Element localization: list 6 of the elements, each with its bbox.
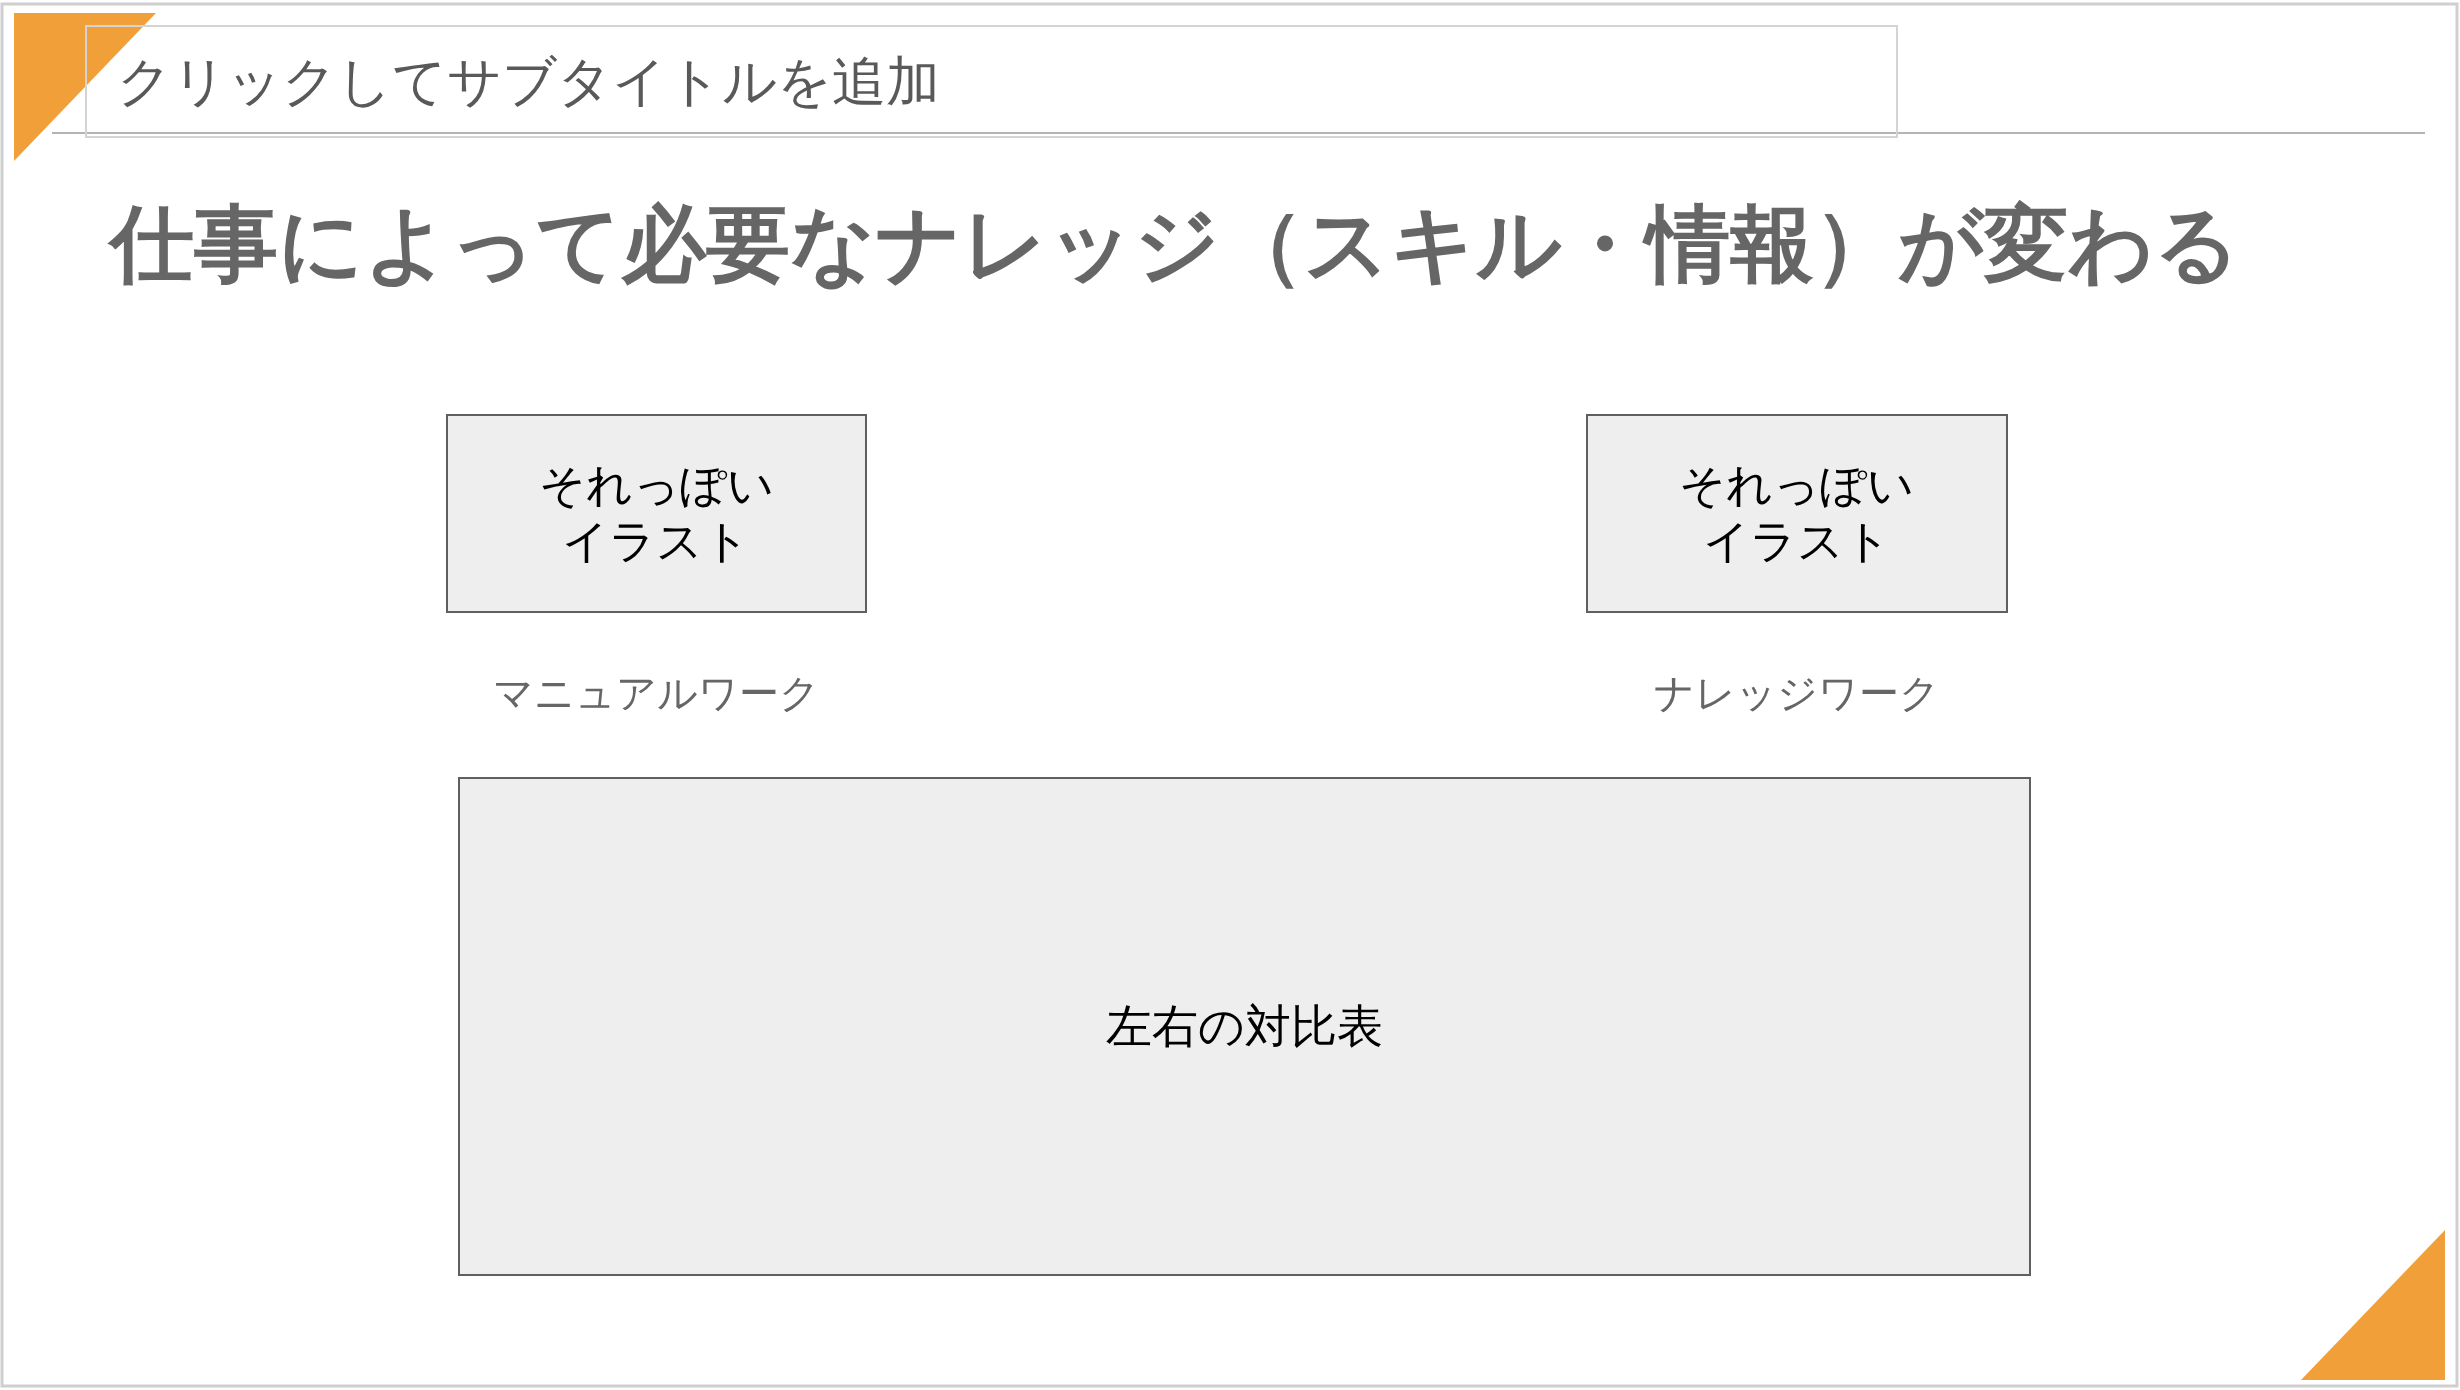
illustration-panel: それっぽいイラスト [446,414,867,613]
illustration-panel: それっぽいイラスト [1586,414,2008,613]
image-caption: マニュアルワーク [492,669,821,717]
table-panel: 左右の対比表 [458,777,2031,1276]
subtitle-frame: クリックしてサブタイトルを追加 [85,25,1898,138]
image-caption: ナレッジワーク [1653,669,1941,717]
